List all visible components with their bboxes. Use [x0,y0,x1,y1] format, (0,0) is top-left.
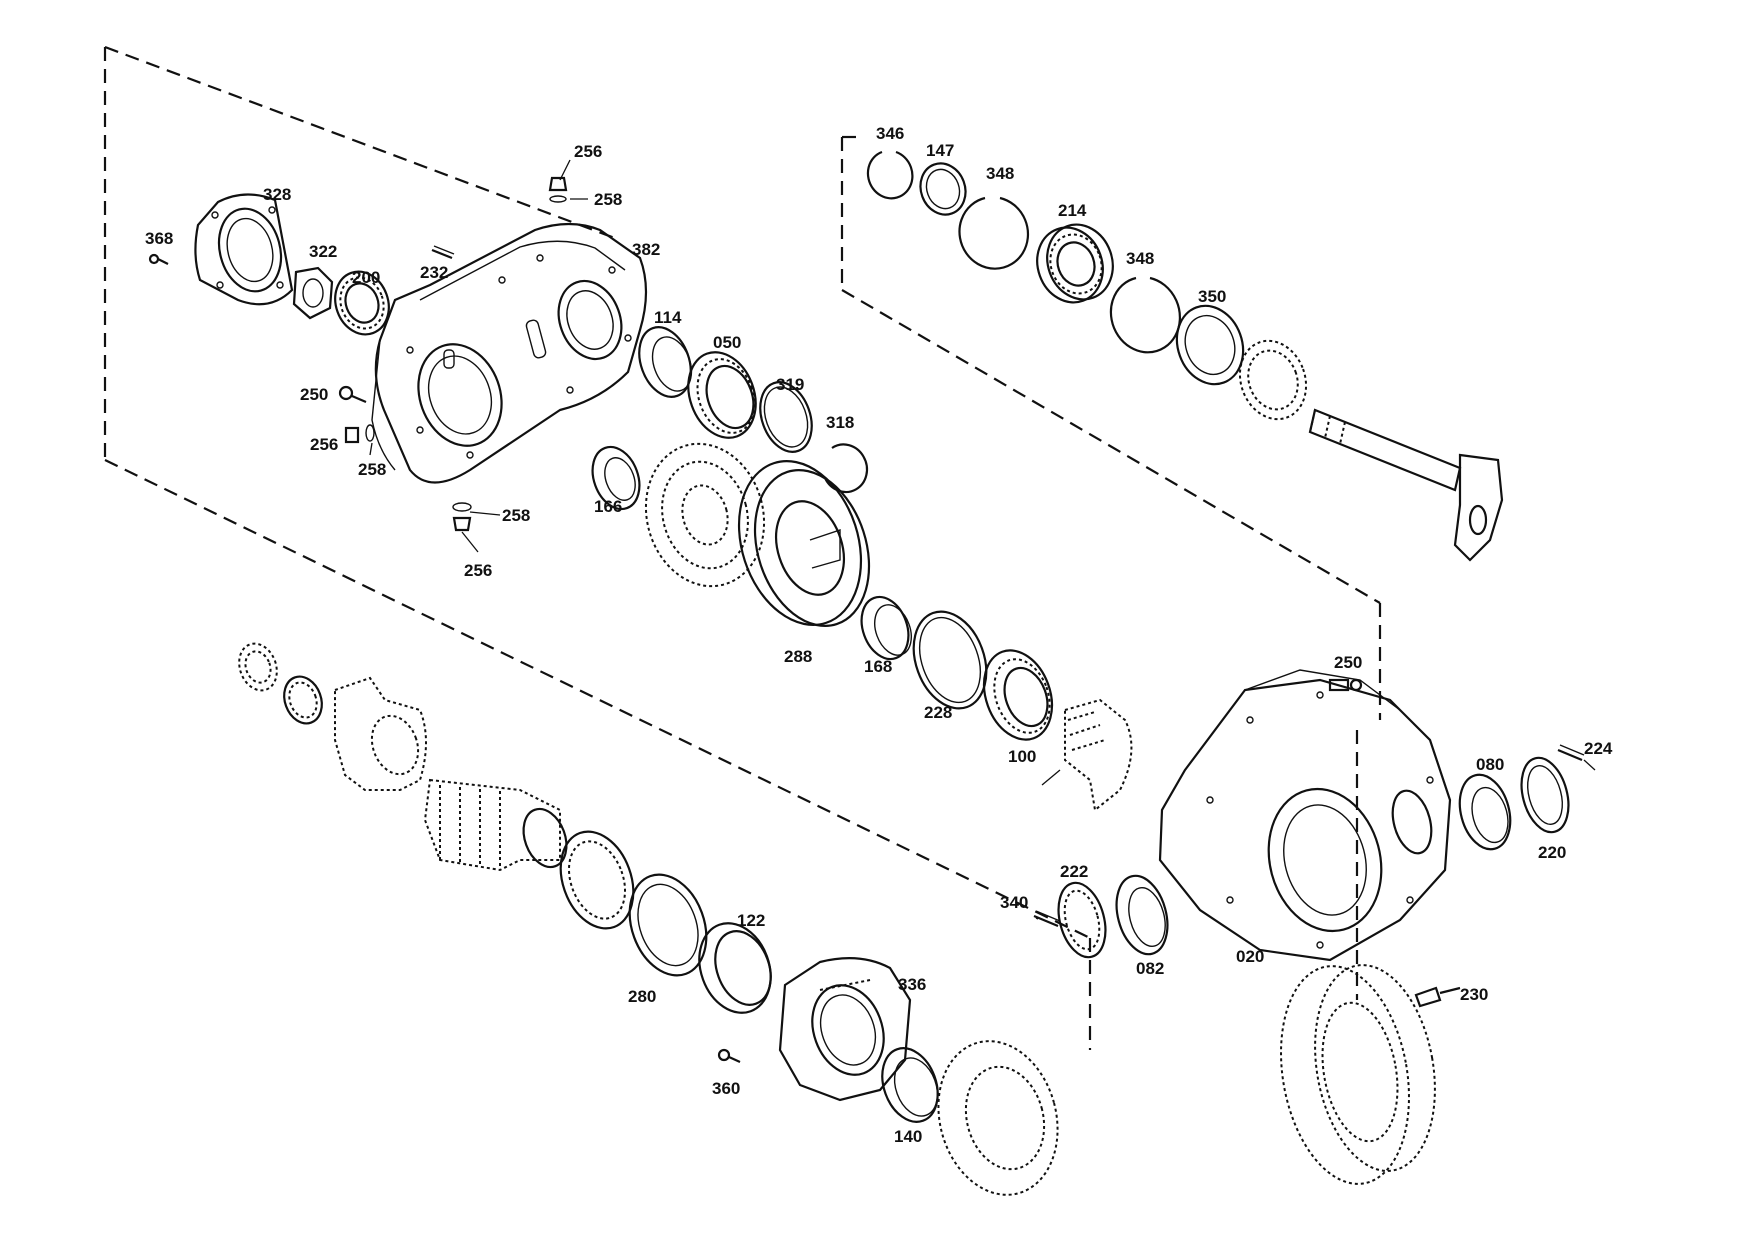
plug-256-top [548,176,568,203]
label-140: 140 [894,1127,922,1146]
label-166: 166 [594,497,622,516]
label-368: 368 [145,229,173,248]
label-348-lower: 348 [1126,249,1154,268]
input-shaft [423,778,568,872]
label-350: 350 [1198,287,1226,306]
nut-322 [292,266,334,320]
label-114: 114 [654,308,682,327]
adjusting-ring-220 [1520,756,1570,834]
label-328: 328 [263,185,291,204]
yoke-flange [334,676,427,791]
axle-shaft [1308,408,1504,562]
seal-350 [1175,304,1245,386]
label-168: 168 [864,657,892,676]
label-360: 360 [712,1079,740,1098]
plug-250-left [338,385,367,404]
bearing-168 [860,595,912,661]
label-256-left: 256 [310,435,338,454]
pin-340 [1033,910,1061,928]
part-labels: 368 328 322 200 232 256 258 382 114 050 … [145,124,1613,1146]
bearing-cup-122 [698,922,772,1014]
label-080: 080 [1476,755,1504,774]
label-322: 322 [309,242,337,261]
label-256-top: 256 [574,142,602,161]
bearing-cover-336 [778,957,912,1102]
leader-lines [369,159,1596,920]
left-housing-group-boundary [103,45,1092,1050]
gear-housing-382 [371,222,648,484]
label-348-upper: 348 [986,164,1014,183]
spacer-ring-228 [912,610,988,710]
label-214: 214 [1058,201,1087,220]
bolt-368 [148,253,169,265]
ring-gear [1280,964,1436,1185]
ring-dotted-right [1238,339,1308,421]
cover-plate-328 [194,193,294,306]
differential-carrier-020 [1158,669,1452,962]
label-382: 382 [632,240,660,259]
shim-ring-319 [759,381,813,453]
gear-ring-288 [737,460,871,627]
label-220: 220 [1538,843,1566,862]
ball-bearing-214 [1036,223,1114,304]
bearing-cone-050 [687,351,757,439]
ring-lower-2 [283,675,323,725]
bearing-080 [1458,773,1512,851]
pin-224 [1557,744,1585,762]
label-280: 280 [628,987,656,1006]
label-319: 319 [776,375,804,394]
bearing-200 [334,270,390,336]
spur-gear-upper [644,442,766,588]
label-346: 346 [876,124,904,143]
adjusting-ring-222 [1057,881,1107,959]
bearing-cup-114 [638,326,693,398]
label-200: 200 [352,268,380,287]
label-020: 020 [1236,947,1264,966]
snap-ring-348-upper [958,196,1030,270]
label-222: 222 [1060,862,1088,881]
ring-dotted-lower-3 [559,830,635,930]
plug-256-left [344,424,375,444]
label-258-top: 258 [594,190,622,209]
label-258-bottom: 258 [502,506,530,525]
bolt-250-right [1328,678,1363,692]
spur-gear-lower [937,1040,1059,1196]
bearing-cup-140 [881,1047,939,1123]
label-288: 288 [784,647,812,666]
pin-232 [431,245,455,260]
bearing-100 [982,649,1054,741]
label-256-bottom: 256 [464,561,492,580]
snap-ring-346 [866,150,914,200]
bolt-360 [717,1048,741,1064]
right-shaft-group-boundary [840,135,1382,1000]
bearing-166 [591,445,641,511]
seal-280 [628,873,708,977]
label-258-left: 258 [358,460,386,479]
label-336: 336 [898,975,926,994]
label-230: 230 [1460,985,1488,1004]
label-082: 082 [1136,959,1164,978]
pinion-shaft [1064,698,1133,812]
label-122: 122 [737,911,765,930]
label-232: 232 [420,263,448,282]
bolt-230 [1414,986,1461,1008]
label-250-left: 250 [300,385,328,404]
label-224: 224 [1584,739,1613,758]
ring-dotted-lower-1 [238,642,278,692]
label-050: 050 [713,333,741,352]
bearing-082 [1115,874,1169,956]
label-100: 100 [1008,747,1036,766]
plug-256-bottom [452,502,472,532]
ring-147 [919,162,967,216]
label-147: 147 [926,141,954,160]
label-340: 340 [1000,893,1028,912]
label-318: 318 [826,413,854,432]
label-228: 228 [924,703,952,722]
snap-ring-348-lower [1109,276,1181,354]
label-250-right: 250 [1334,653,1362,672]
